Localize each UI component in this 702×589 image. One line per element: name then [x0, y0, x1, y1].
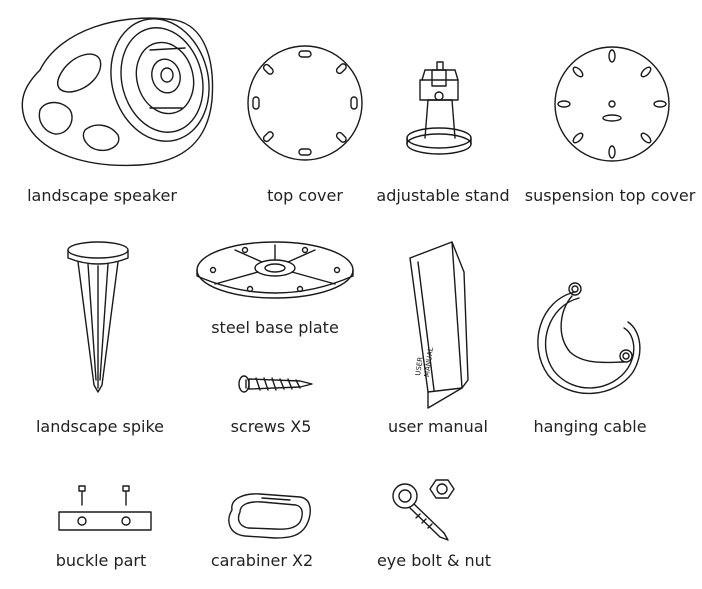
hanging-cable-drawing [537, 282, 641, 395]
carabiner-drawing [228, 493, 311, 539]
landscape-spike-drawing [67, 241, 129, 393]
label-landscape-spike: landscape spike [35, 417, 165, 436]
label-landscape-speaker: landscape speaker [27, 186, 177, 205]
label-screws: screws X5 [230, 417, 312, 436]
top-cover-drawing [247, 45, 363, 161]
landscape-speaker-drawing [21, 17, 214, 167]
adjustable-stand-drawing [406, 61, 472, 155]
label-top-cover: top cover [267, 186, 343, 205]
buckle-part-drawing [58, 485, 152, 531]
label-carabiner: carabiner X2 [210, 551, 314, 570]
eye-bolt-drawing [392, 483, 449, 541]
suspension-top-cover-drawing [554, 46, 670, 162]
label-adjustable-stand: adjustable stand [376, 186, 510, 205]
steel-base-plate-drawing [196, 241, 354, 299]
screw-drawing [238, 375, 313, 393]
label-suspension-top-cover: suspension top cover [524, 186, 696, 205]
user-manual-drawing: USER MANUAL [409, 241, 469, 409]
label-buckle-part: buckle part [55, 551, 147, 570]
label-steel-base-plate: steel base plate [211, 318, 339, 337]
label-user-manual: user manual [388, 417, 488, 436]
label-eye-bolt-nut: eye bolt & nut [376, 551, 492, 570]
nut-drawing [429, 479, 455, 499]
label-hanging-cable: hanging cable [533, 417, 647, 436]
